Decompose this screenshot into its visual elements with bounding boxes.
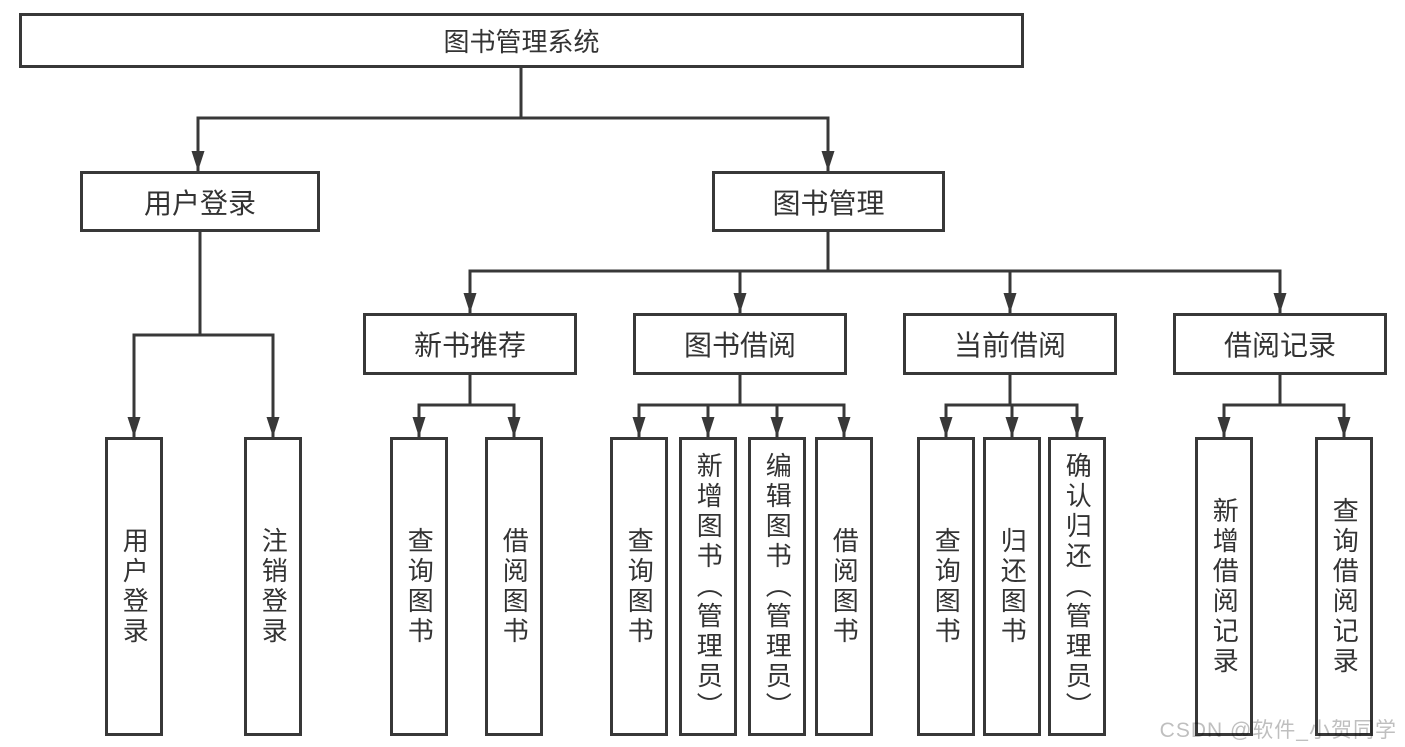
leaf-return-books-label: 归还图书 bbox=[997, 526, 1028, 647]
node-borrow-records: 借阅记录 bbox=[1173, 313, 1387, 375]
node-book-borrow: 图书借阅 bbox=[633, 313, 847, 375]
node-book-management: 图书管理 bbox=[712, 171, 945, 232]
leaf-query-books-current: 查询图书 bbox=[917, 437, 975, 736]
node-current-borrow: 当前借阅 bbox=[903, 313, 1117, 375]
node-user-login: 用户登录 bbox=[80, 171, 320, 232]
node-book-borrow-label: 图书借阅 bbox=[683, 330, 796, 361]
leaf-query-books-recommend-label: 查询图书 bbox=[404, 526, 435, 647]
leaf-query-borrow-record: 查询借阅记录 bbox=[1315, 437, 1373, 736]
leaf-query-borrow-record-label: 查询借阅记录 bbox=[1329, 496, 1360, 677]
node-library-system-label: 图书管理系统 bbox=[443, 27, 600, 57]
node-library-system: 图书管理系统 bbox=[19, 13, 1024, 68]
leaf-borrow-books-recommend-label: 借阅图书 bbox=[499, 526, 530, 647]
current-borrow-connector bbox=[939, 375, 1084, 437]
leaf-borrow-books-label: 借阅图书 bbox=[829, 526, 860, 647]
book-management-connector bbox=[463, 232, 1287, 313]
node-new-book-recommend: 新书推荐 bbox=[363, 313, 577, 375]
leaf-user-login: 用户登录 bbox=[105, 437, 163, 736]
leaf-logout-label: 注销登录 bbox=[258, 526, 289, 647]
node-book-management-label: 图书管理 bbox=[772, 187, 885, 219]
leaf-query-books-current-label: 查询图书 bbox=[931, 526, 962, 647]
leaf-borrow-books-recommend: 借阅图书 bbox=[485, 437, 543, 736]
leaf-add-borrow-record: 新增借阅记录 bbox=[1195, 437, 1253, 736]
leaf-query-books-borrow: 查询图书 bbox=[610, 437, 668, 736]
leaf-query-books-borrow-label: 查询图书 bbox=[624, 526, 655, 647]
node-borrow-records-label: 借阅记录 bbox=[1223, 330, 1336, 361]
leaf-add-book-admin: 新增图书（管理员） bbox=[679, 437, 737, 736]
leaf-logout: 注销登录 bbox=[244, 437, 302, 736]
node-current-borrow-label: 当前借阅 bbox=[953, 330, 1066, 361]
leaf-edit-book-admin: 编辑图书（管理员） bbox=[748, 437, 806, 736]
leaf-add-borrow-record-label: 新增借阅记录 bbox=[1209, 496, 1240, 677]
leaf-edit-book-admin-label: 编辑图书（管理员） bbox=[762, 451, 793, 722]
leaf-query-books-recommend: 查询图书 bbox=[390, 437, 448, 736]
leaf-confirm-return-admin-label: 确认归还（管理员） bbox=[1062, 451, 1093, 722]
leaf-borrow-books: 借阅图书 bbox=[815, 437, 873, 736]
book-borrow-connector bbox=[632, 375, 851, 437]
leaf-user-login-label: 用户登录 bbox=[119, 526, 150, 647]
watermark: CSDN @软件_小贺同学 bbox=[1159, 719, 1397, 742]
node-user-login-label: 用户登录 bbox=[143, 187, 256, 219]
user-login-connector bbox=[127, 232, 280, 437]
leaf-add-book-admin-label: 新增图书（管理员） bbox=[693, 451, 724, 722]
root-connector bbox=[191, 67, 835, 171]
borrow-records-connector bbox=[1217, 375, 1351, 437]
node-new-book-recommend-label: 新书推荐 bbox=[413, 330, 526, 361]
new-book-recommend-connector bbox=[412, 375, 521, 437]
leaf-confirm-return-admin: 确认归还（管理员） bbox=[1048, 437, 1106, 736]
leaf-return-books: 归还图书 bbox=[983, 437, 1041, 736]
